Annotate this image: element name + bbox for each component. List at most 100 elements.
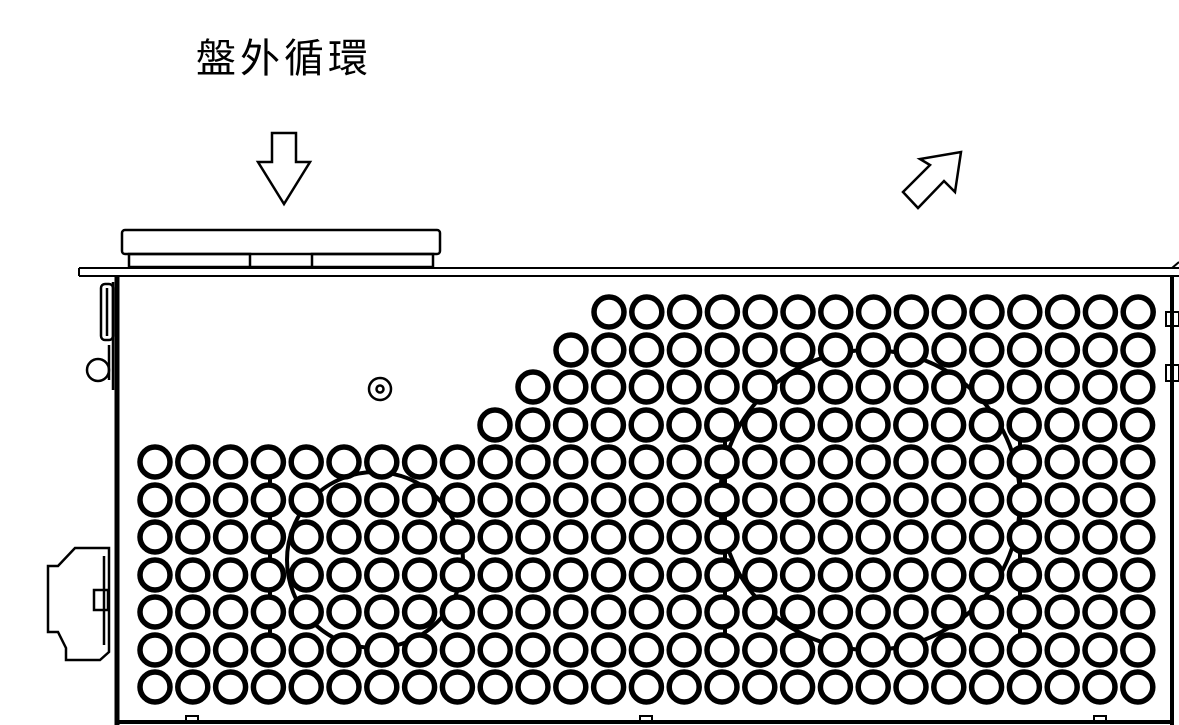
- vent-hole: [1044, 482, 1080, 518]
- vent-hole: [666, 407, 702, 443]
- vent-perforation: [137, 294, 1156, 705]
- vent-hole: [1006, 444, 1043, 480]
- vent-hole: [553, 557, 589, 593]
- vent-hole: [590, 369, 627, 405]
- vent-hole: [175, 482, 211, 518]
- vent-hole: [779, 482, 816, 518]
- vent-hole: [968, 557, 1005, 593]
- vent-hole: [175, 519, 211, 555]
- vent-hole: [742, 632, 778, 668]
- vent-hole: [893, 482, 929, 518]
- vent-hole: [969, 294, 1005, 330]
- vent-hole: [666, 519, 702, 555]
- vent-hole: [288, 669, 324, 705]
- vent-hole: [931, 669, 967, 705]
- vent-hole: [1082, 519, 1118, 555]
- vent-hole: [628, 369, 665, 405]
- vent-hole: [590, 407, 627, 443]
- vent-hole: [742, 482, 778, 518]
- vent-hole: [704, 669, 740, 705]
- vent-hole: [326, 594, 362, 630]
- vent-hole: [704, 519, 740, 555]
- vent-hole: [515, 519, 551, 555]
- vent-hole: [931, 369, 967, 405]
- vent-hole: [212, 519, 249, 555]
- vent-hole: [137, 557, 173, 593]
- vent-hole: [401, 557, 438, 593]
- vent-hole: [893, 294, 930, 330]
- vent-hole: [855, 294, 892, 330]
- vent-hole: [666, 557, 702, 593]
- vent-hole: [250, 557, 287, 593]
- vent-hole: [968, 669, 1005, 705]
- vent-hole: [855, 557, 891, 593]
- vent-hole: [326, 519, 362, 555]
- vent-hole: [553, 594, 589, 630]
- vent-hole: [817, 407, 853, 443]
- vent-hole: [590, 444, 627, 480]
- vent-hole: [1044, 407, 1080, 443]
- vent-hole: [1044, 444, 1080, 480]
- vent-hole: [250, 482, 287, 518]
- vent-hole: [553, 632, 589, 668]
- vent-hole: [553, 519, 589, 555]
- vent-hole: [817, 669, 854, 705]
- vent-hole: [855, 482, 891, 518]
- vent-hole: [779, 407, 816, 443]
- vent-hole: [553, 369, 589, 405]
- vent-hole: [855, 407, 891, 443]
- vent-hole: [515, 369, 551, 405]
- vent-hole: [968, 594, 1005, 630]
- vent-hole: [1082, 332, 1118, 368]
- vent-hole: [288, 482, 324, 518]
- vent-hole: [175, 557, 211, 593]
- arrow-down-icon: [255, 131, 313, 207]
- vent-hole: [818, 294, 854, 330]
- vent-hole: [591, 332, 627, 368]
- vent-hole: [326, 482, 362, 518]
- vent-hole: [477, 632, 513, 668]
- vent-hole: [250, 444, 287, 480]
- vent-hole: [175, 669, 211, 705]
- vent-hole: [553, 482, 589, 518]
- vent-hole: [1006, 594, 1043, 630]
- vent-hole: [741, 407, 778, 443]
- vent-hole: [1120, 332, 1156, 368]
- vent-hole: [1120, 294, 1156, 330]
- right-edge-marks: [1165, 311, 1179, 382]
- vent-hole: [931, 557, 967, 593]
- vent-hole: [250, 632, 287, 668]
- vent-hole: [1082, 557, 1118, 593]
- vent-hole: [212, 444, 249, 480]
- vent-hole: [590, 482, 627, 518]
- vent-hole: [742, 294, 778, 330]
- vent-hole: [515, 482, 551, 518]
- vent-hole: [931, 482, 967, 518]
- vent-hole: [401, 482, 438, 518]
- vent-hole: [137, 482, 173, 518]
- vent-hole: [212, 632, 249, 668]
- side-connector: [46, 546, 111, 662]
- hinge-latch: [85, 282, 115, 390]
- vent-hole: [590, 557, 627, 593]
- vent-hole: [250, 594, 287, 630]
- vent-hole: [666, 294, 703, 330]
- vent-hole: [968, 482, 1005, 518]
- vent-hole: [288, 519, 324, 555]
- vent-hole: [969, 332, 1005, 368]
- vent-hole: [477, 669, 513, 705]
- top-fan-unit: [120, 228, 442, 269]
- vent-hole: [779, 519, 816, 555]
- vent-hole: [364, 519, 400, 555]
- screw-icon: [367, 376, 393, 402]
- vent-hole: [893, 669, 929, 705]
- vent-hole: [401, 519, 438, 555]
- vent-hole: [175, 632, 211, 668]
- vent-hole: [1082, 594, 1118, 630]
- vent-hole: [1007, 294, 1043, 330]
- vent-hole: [628, 332, 665, 368]
- vent-hole: [401, 632, 438, 668]
- vent-hole: [742, 594, 778, 630]
- vent-hole: [175, 444, 211, 480]
- vent-hole: [439, 669, 476, 705]
